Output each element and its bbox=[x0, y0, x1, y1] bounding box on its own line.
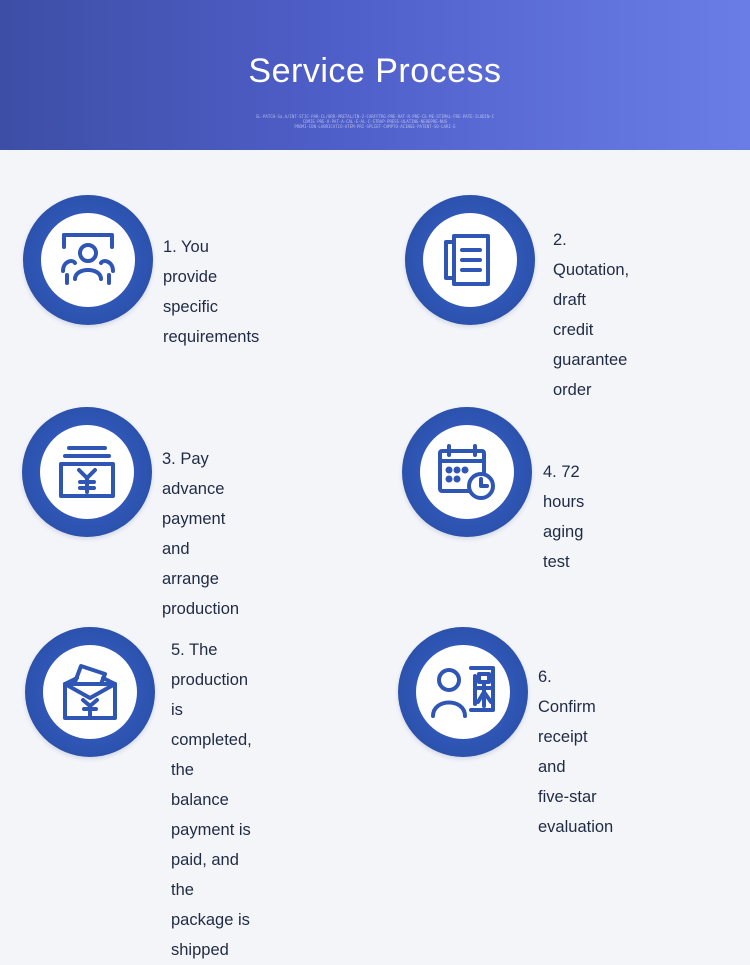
step-1-label: 1. You provide specific requirements bbox=[163, 238, 260, 346]
step-6-label: 6. Confirm receipt and five-star evaluat… bbox=[538, 668, 614, 836]
step-1-icon-badge bbox=[41, 213, 135, 307]
banner-fine-print: SL-PATCH-Sa.A/INT-STIC-PAR-CL/ORR-PRETAL… bbox=[255, 114, 495, 129]
header-banner: Service Process SL-PATCH-Sa.A/INT-STIC-P… bbox=[0, 0, 750, 150]
step-4-circle bbox=[402, 407, 532, 537]
step-2-label: 2. Quotation, draft credit guarantee ord… bbox=[553, 231, 630, 399]
step-1-circle bbox=[23, 195, 153, 325]
step-4-label: 4. 72 hours aging test bbox=[543, 463, 585, 571]
step-3-circle bbox=[22, 407, 152, 537]
step-6-circle bbox=[398, 627, 528, 757]
step-5-circle bbox=[25, 627, 155, 757]
yen-wallet-icon bbox=[59, 446, 115, 498]
step-3-label: 3. Pay advance payment and arrange produ… bbox=[162, 450, 240, 618]
person-guarantee-icon bbox=[431, 666, 495, 718]
users-presentation-icon bbox=[61, 233, 115, 285]
document-icon bbox=[444, 234, 490, 286]
step-3-icon-badge bbox=[40, 425, 134, 519]
yen-envelope-icon bbox=[63, 664, 117, 720]
page-title: Service Process bbox=[248, 52, 502, 90]
step-5-label: 5. The production is completed, the bala… bbox=[171, 641, 252, 959]
step-6-icon-badge bbox=[416, 645, 510, 739]
step-4-icon-badge bbox=[420, 425, 514, 519]
calendar-clock-icon bbox=[438, 444, 495, 500]
step-5-icon-badge bbox=[43, 645, 137, 739]
step-2-circle bbox=[405, 195, 535, 325]
step-2-icon-badge bbox=[423, 213, 517, 307]
